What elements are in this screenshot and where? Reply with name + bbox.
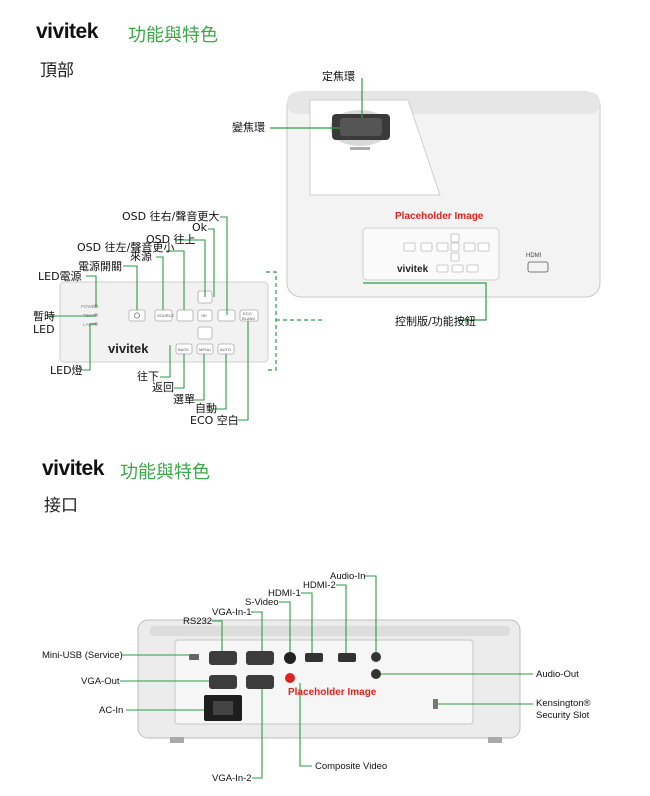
label-focus-ring: 定焦環	[322, 70, 355, 83]
ok-key	[197, 309, 213, 322]
svg-text:POWER: POWER	[81, 304, 99, 309]
hdmi2-port	[338, 653, 356, 662]
svg-text:MENU: MENU	[199, 347, 211, 352]
svg-text:vivitek: vivitek	[397, 264, 429, 275]
panel-closeup	[59, 281, 269, 363]
section-subtitle: 頂部	[40, 61, 74, 81]
label-zoom-ring: 變焦環	[232, 121, 265, 134]
label-hdmi2: HDMI-2	[303, 580, 336, 591]
label-vga-out: VGA-Out	[81, 676, 120, 687]
label-led-power: LED電源	[38, 270, 82, 283]
kensington-slot	[433, 699, 438, 709]
section-subtitle-2: 接口	[44, 496, 78, 516]
label-ok: Ok	[192, 221, 208, 234]
label-led-light: LED燈	[50, 364, 83, 377]
audio-out-port	[371, 669, 381, 679]
svg-text:HDMI: HDMI	[526, 253, 542, 259]
label-osd-left: OSD 往左/聲音更小	[77, 241, 175, 254]
svg-text:LAMP: LAMP	[83, 322, 95, 327]
label-composite: Composite Video	[315, 761, 388, 772]
label-osd-right: OSD 往右/聲音更大	[122, 210, 220, 223]
label-vga-in-1: VGA-In-1	[212, 607, 252, 618]
svg-text:ECO: ECO	[243, 311, 252, 316]
label-hdmi1: HDMI-1	[268, 588, 301, 599]
audio-in-port	[371, 652, 381, 662]
svg-text:SOURCE: SOURCE	[157, 313, 174, 318]
placeholder-text-rear: Placeholder Image	[288, 687, 377, 698]
section-title-2: 功能與特色	[120, 462, 210, 483]
rs232-port	[209, 651, 237, 665]
section-title: 功能與特色	[128, 25, 218, 46]
placeholder-text-top: Placeholder Image	[395, 211, 484, 222]
label-audio-out: Audio-Out	[536, 669, 579, 680]
top-control-panel	[362, 227, 500, 281]
eco-key	[239, 309, 259, 322]
label-power-switch: 電源開關	[78, 260, 122, 273]
down-key	[197, 326, 213, 340]
svg-text:AUTO: AUTO	[220, 347, 231, 352]
hdmi1-port	[305, 653, 323, 662]
menu-key	[196, 343, 214, 355]
label-osd-up: OSD 往上	[146, 233, 196, 246]
label-led: LED	[33, 323, 55, 336]
label-pause: 暫時	[33, 310, 55, 323]
label-control-panel: 控制版/功能按鈕	[395, 315, 476, 328]
label-eco-blank: ECO 空白	[190, 414, 239, 427]
label-vga-in-2: VGA-In-2	[212, 773, 252, 784]
label-rs232: RS232	[183, 616, 213, 627]
svg-text:OK: OK	[201, 313, 207, 318]
vga-in-2-port	[246, 675, 274, 689]
left-key	[176, 309, 194, 322]
label-menu: 選單	[173, 393, 195, 406]
vivitek-logo: vivitek	[36, 20, 98, 43]
composite-port	[285, 673, 295, 683]
label-auto: 自動	[195, 402, 217, 415]
label-mini-usb: Mini-USB (Service)	[42, 650, 123, 661]
svg-text:BLANK: BLANK	[242, 316, 255, 321]
label-kensington-2: Security Slot	[536, 710, 590, 721]
label-kensington-1: Kensington®	[536, 698, 591, 709]
svg-text:vivitek: vivitek	[108, 341, 149, 356]
label-back: 返回	[152, 381, 174, 394]
label-svideo: S-Video	[245, 597, 279, 608]
mini-usb-port	[189, 654, 199, 660]
label-source: 來源	[130, 250, 152, 263]
label-down: 往下	[137, 370, 159, 383]
label-audio-in: Audio-In	[330, 571, 366, 582]
vivitek-logo-2: vivitek	[42, 457, 104, 480]
label-ac-in: AC-In	[99, 705, 124, 716]
svideo-port	[284, 652, 296, 664]
svg-text:BACK: BACK	[178, 347, 189, 352]
vga-in-1-port	[246, 651, 274, 665]
vga-out-port	[209, 675, 237, 689]
